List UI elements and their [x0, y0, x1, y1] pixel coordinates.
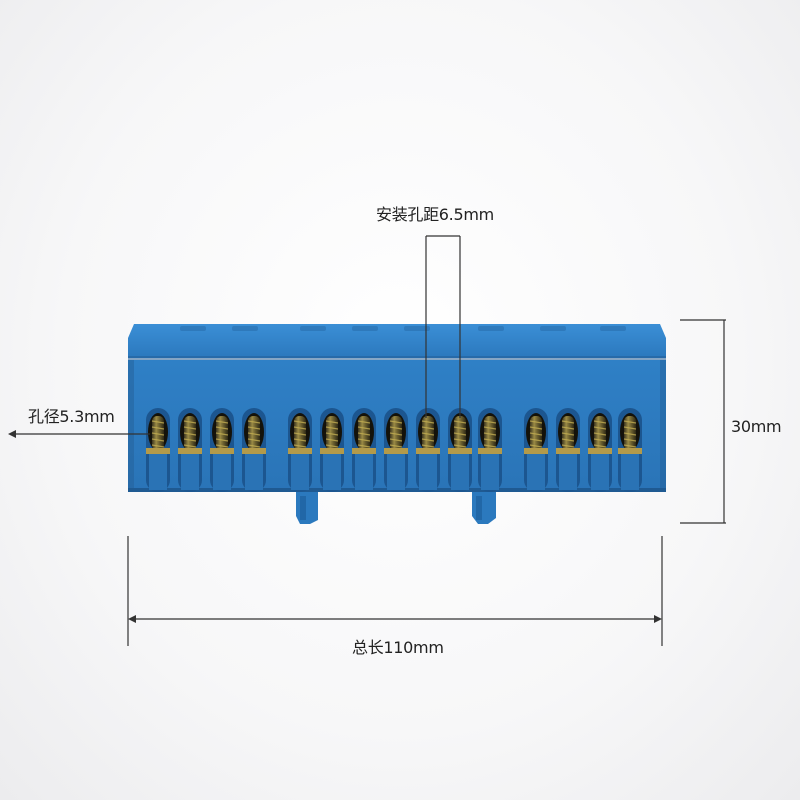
- terminal-row: [146, 408, 642, 492]
- terminal-screw: [524, 408, 548, 492]
- dimension-line-height: [680, 319, 726, 524]
- dimension-line-mounting-spacing: [425, 235, 461, 418]
- terminal-screw: [384, 408, 408, 492]
- din-rail-clip-left: [296, 488, 318, 524]
- terminal-screw: [556, 408, 580, 492]
- dimension-line-hole-diameter: [8, 430, 150, 438]
- dimension-line-total-length: [127, 536, 663, 646]
- terminal-screw: [288, 408, 312, 492]
- terminal-screw: [178, 408, 202, 492]
- terminal-screw: [242, 408, 266, 492]
- terminal-screw: [478, 408, 502, 492]
- din-rail-clip-right: [472, 488, 496, 524]
- terminal-screw: [352, 408, 376, 492]
- terminal-screw: [146, 408, 170, 492]
- terminal-screw: [448, 408, 472, 492]
- terminal-screw: [618, 408, 642, 492]
- height-label: 30mm: [731, 417, 782, 436]
- mounting-hole-spacing-label: 安装孔距6.5mm: [376, 205, 494, 224]
- hole-diameter-label: 孔径5.3mm: [28, 407, 115, 426]
- terminal-screw: [588, 408, 612, 492]
- total-length-label: 总长110mm: [352, 638, 444, 657]
- terminal-screw: [416, 408, 440, 492]
- terminal-screw: [320, 408, 344, 492]
- terminal-screw: [210, 408, 234, 492]
